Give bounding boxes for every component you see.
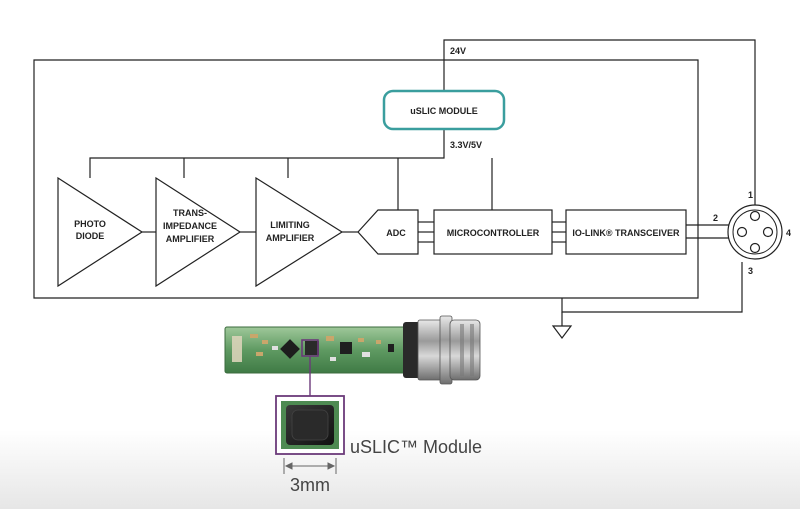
photodiode-block <box>57 176 144 288</box>
iolink-label: IO-LINK® TRANSCEIVER <box>572 228 680 238</box>
supply-rail-24v <box>443 39 756 205</box>
tia-label-3: AMPLIFIER <box>166 234 215 244</box>
tia-block <box>155 176 242 288</box>
pin-2-label: 2 <box>713 213 718 223</box>
limiting-label-1: LIMITING <box>270 220 310 230</box>
pin-4-contact <box>762 226 774 238</box>
sensor-board-photo <box>224 315 481 385</box>
adc-label: ADC <box>386 228 406 238</box>
logic-voltage-label: 3.3V/5V <box>450 140 482 150</box>
ground-symbol <box>551 325 573 339</box>
iolink-block <box>565 209 687 255</box>
pin-1-contact <box>749 210 761 222</box>
adc-block <box>357 209 419 255</box>
pin-3-contact <box>749 242 761 254</box>
dimension-label: 3mm <box>290 475 330 495</box>
pin-1-label: 1 <box>748 190 753 200</box>
mcu-block <box>433 209 553 255</box>
tia-label-1: TRANS- <box>173 208 207 218</box>
uslic-callout-label: uSLIC™ Module <box>350 437 482 457</box>
limiting-amp-block <box>255 176 344 288</box>
uslic-module-block <box>382 89 506 131</box>
uslic-module-label: uSLIC MODULE <box>410 106 478 116</box>
background-fade <box>0 430 800 509</box>
mcu-label: MICROCONTROLLER <box>447 228 540 238</box>
dimension-marker <box>283 458 337 474</box>
tia-label-2: IMPEDANCE <box>163 221 217 231</box>
uslic-chip-closeup <box>275 395 345 455</box>
supply-voltage-label: 24V <box>450 46 466 56</box>
logic-rail <box>89 128 445 178</box>
enclosure-box <box>33 59 699 299</box>
pin-2-contact <box>736 226 748 238</box>
photodiode-label-1: PHOTO <box>74 219 106 229</box>
wiring <box>33 39 756 339</box>
pin-4-label: 4 <box>786 228 791 238</box>
m12-connector <box>727 204 783 260</box>
pin-3-label: 3 <box>748 266 753 276</box>
photodiode-label-2: DIODE <box>76 231 105 241</box>
limiting-label-2: AMPLIFIER <box>266 233 315 243</box>
